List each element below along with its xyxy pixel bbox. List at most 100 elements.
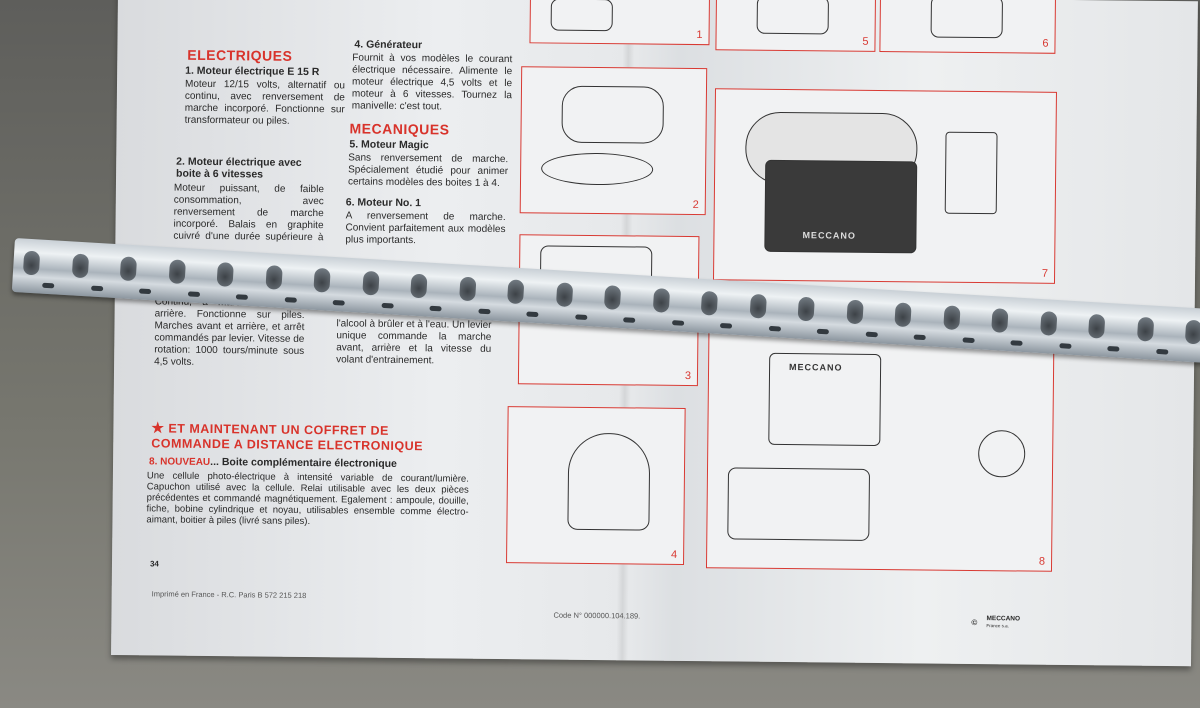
strip-hole xyxy=(700,290,719,316)
motor-illustration xyxy=(550,0,613,32)
strip-slot xyxy=(768,325,781,332)
item4-text: Fournit à vos modèles le courant électri… xyxy=(351,52,513,113)
strip-hole xyxy=(71,253,89,279)
figure-6: 6 xyxy=(879,0,1057,54)
figure-5: 5 xyxy=(715,0,877,52)
item6-title: 6. Moteur No. 1 xyxy=(345,196,422,210)
figure-number: 7 xyxy=(1041,267,1049,280)
page-number: 34 xyxy=(149,559,159,569)
item8-title: ... Boite complémentaire électronique xyxy=(210,455,397,470)
strip-hole xyxy=(749,293,767,319)
heading-coffret: ★ ET MAINTENANT UN COFFRET DE COMMANDE A… xyxy=(151,419,451,454)
figure-number: 5 xyxy=(862,35,869,48)
item8-text: Une cellule photo-électrique à intensité… xyxy=(146,470,469,528)
strip-hole xyxy=(506,279,525,305)
strip-slot xyxy=(42,282,55,289)
strip-slot xyxy=(913,334,926,341)
generator-illustration xyxy=(567,432,651,531)
strip-hole xyxy=(894,302,912,328)
strip-hole xyxy=(410,273,428,299)
item8-label: 8. NOUVEAU xyxy=(149,456,211,468)
strip-hole xyxy=(1136,316,1154,342)
figure-number: 1 xyxy=(696,29,703,42)
strip-slot xyxy=(1058,343,1072,349)
strip-slot xyxy=(381,302,394,309)
brand-logo: MECCANO France s.a. xyxy=(986,615,1020,629)
strip-slot xyxy=(477,308,491,315)
strip-hole xyxy=(458,276,476,302)
strip-slot xyxy=(574,314,587,321)
item8-heading: 8. NOUVEAU... Boite complémentaire élect… xyxy=(149,455,397,471)
strip-slot xyxy=(187,291,200,298)
strip-slot xyxy=(332,299,345,306)
strip-slot xyxy=(235,294,249,300)
item7-text: l'alcool à brûler et à l'eau. Un levier … xyxy=(336,318,492,367)
coil-illustration xyxy=(977,430,1026,478)
strip-hole xyxy=(845,299,864,325)
brand-sub: France s.a. xyxy=(986,623,1009,629)
strip-hole xyxy=(603,285,622,310)
strip-hole xyxy=(216,262,234,287)
motor-illustration xyxy=(756,0,829,35)
figure-number: 3 xyxy=(684,369,692,383)
strip-slot xyxy=(816,328,830,335)
strip-hole xyxy=(797,296,815,322)
figure-7: MECCANO 7 xyxy=(712,88,1057,284)
flywheel-plate-illustration xyxy=(944,131,998,215)
strip-hole xyxy=(168,259,186,285)
figure-1: 1 xyxy=(529,0,711,46)
code-number: Code N° 000000.104.189. xyxy=(553,610,641,621)
heading-electriques: ELECTRIQUES xyxy=(187,46,293,64)
strip-hole xyxy=(313,267,331,293)
engine-logo: MECCANO xyxy=(802,230,857,241)
strip-slot xyxy=(671,320,684,326)
strip-slot xyxy=(623,317,636,323)
strip-slot xyxy=(719,322,733,329)
strip-slot xyxy=(1107,345,1120,352)
strip-hole xyxy=(1087,313,1106,339)
strip-slot xyxy=(865,331,878,338)
copyright-icon: © xyxy=(971,617,978,628)
strip-hole xyxy=(652,287,670,313)
figure-number: 2 xyxy=(692,199,699,212)
strip-hole xyxy=(991,308,1009,334)
strip-hole xyxy=(555,282,573,308)
strip-slot xyxy=(284,297,297,303)
gearbox-motor-illustration xyxy=(561,85,665,144)
item5-title: 5. Moteur Magic xyxy=(349,138,429,152)
strip-hole xyxy=(942,305,961,331)
item6-text: A renversement de marche. Convient parfa… xyxy=(345,210,506,247)
strip-hole xyxy=(361,270,380,296)
strip-hole xyxy=(119,256,138,282)
strip-slot xyxy=(1155,348,1168,355)
heading-coffret-text: ET MAINTENANT UN COFFRET DE COMMANDE A D… xyxy=(151,421,424,454)
motor-illustration xyxy=(930,0,1003,39)
figure-8: MECCANO 8 xyxy=(705,326,1055,572)
item4-title: 4. Générateur xyxy=(354,38,423,52)
item2-text: Moteur puissant, de faible consommation,… xyxy=(173,182,324,243)
strip-slot xyxy=(90,285,103,292)
figure-4: 4 xyxy=(506,406,686,565)
heading-mecaniques: MECANIQUES xyxy=(349,120,450,138)
item1-text: Moteur 12/15 volts, alternatif ou contin… xyxy=(184,78,346,127)
base-illustration xyxy=(540,152,654,186)
components-illustration xyxy=(727,467,871,541)
strip-hole xyxy=(1039,310,1057,336)
strip-hole xyxy=(264,264,283,290)
strip-slot xyxy=(429,305,442,312)
strip-slot xyxy=(961,337,975,344)
strip-slot xyxy=(526,311,539,318)
star-icon: ★ xyxy=(151,419,165,436)
item5-text: Sans renversement de marche. Spécialemen… xyxy=(347,152,509,190)
figure-2: 2 xyxy=(519,66,708,216)
strip-slot xyxy=(138,288,152,295)
item1-title: 1. Moteur électrique E 15 R xyxy=(185,64,320,79)
item2-title: 2. Moteur électrique avec boite à 6 vite… xyxy=(176,155,302,181)
figure-number: 4 xyxy=(670,548,678,561)
strip-hole xyxy=(1184,319,1200,345)
imprint: Imprimé en France - R.C. Paris B 572 215… xyxy=(151,589,307,601)
strip-slot xyxy=(1010,340,1023,346)
box-logo: MECCANO xyxy=(789,362,843,373)
figure-number: 8 xyxy=(1038,555,1046,568)
figure-number: 6 xyxy=(1042,37,1049,50)
